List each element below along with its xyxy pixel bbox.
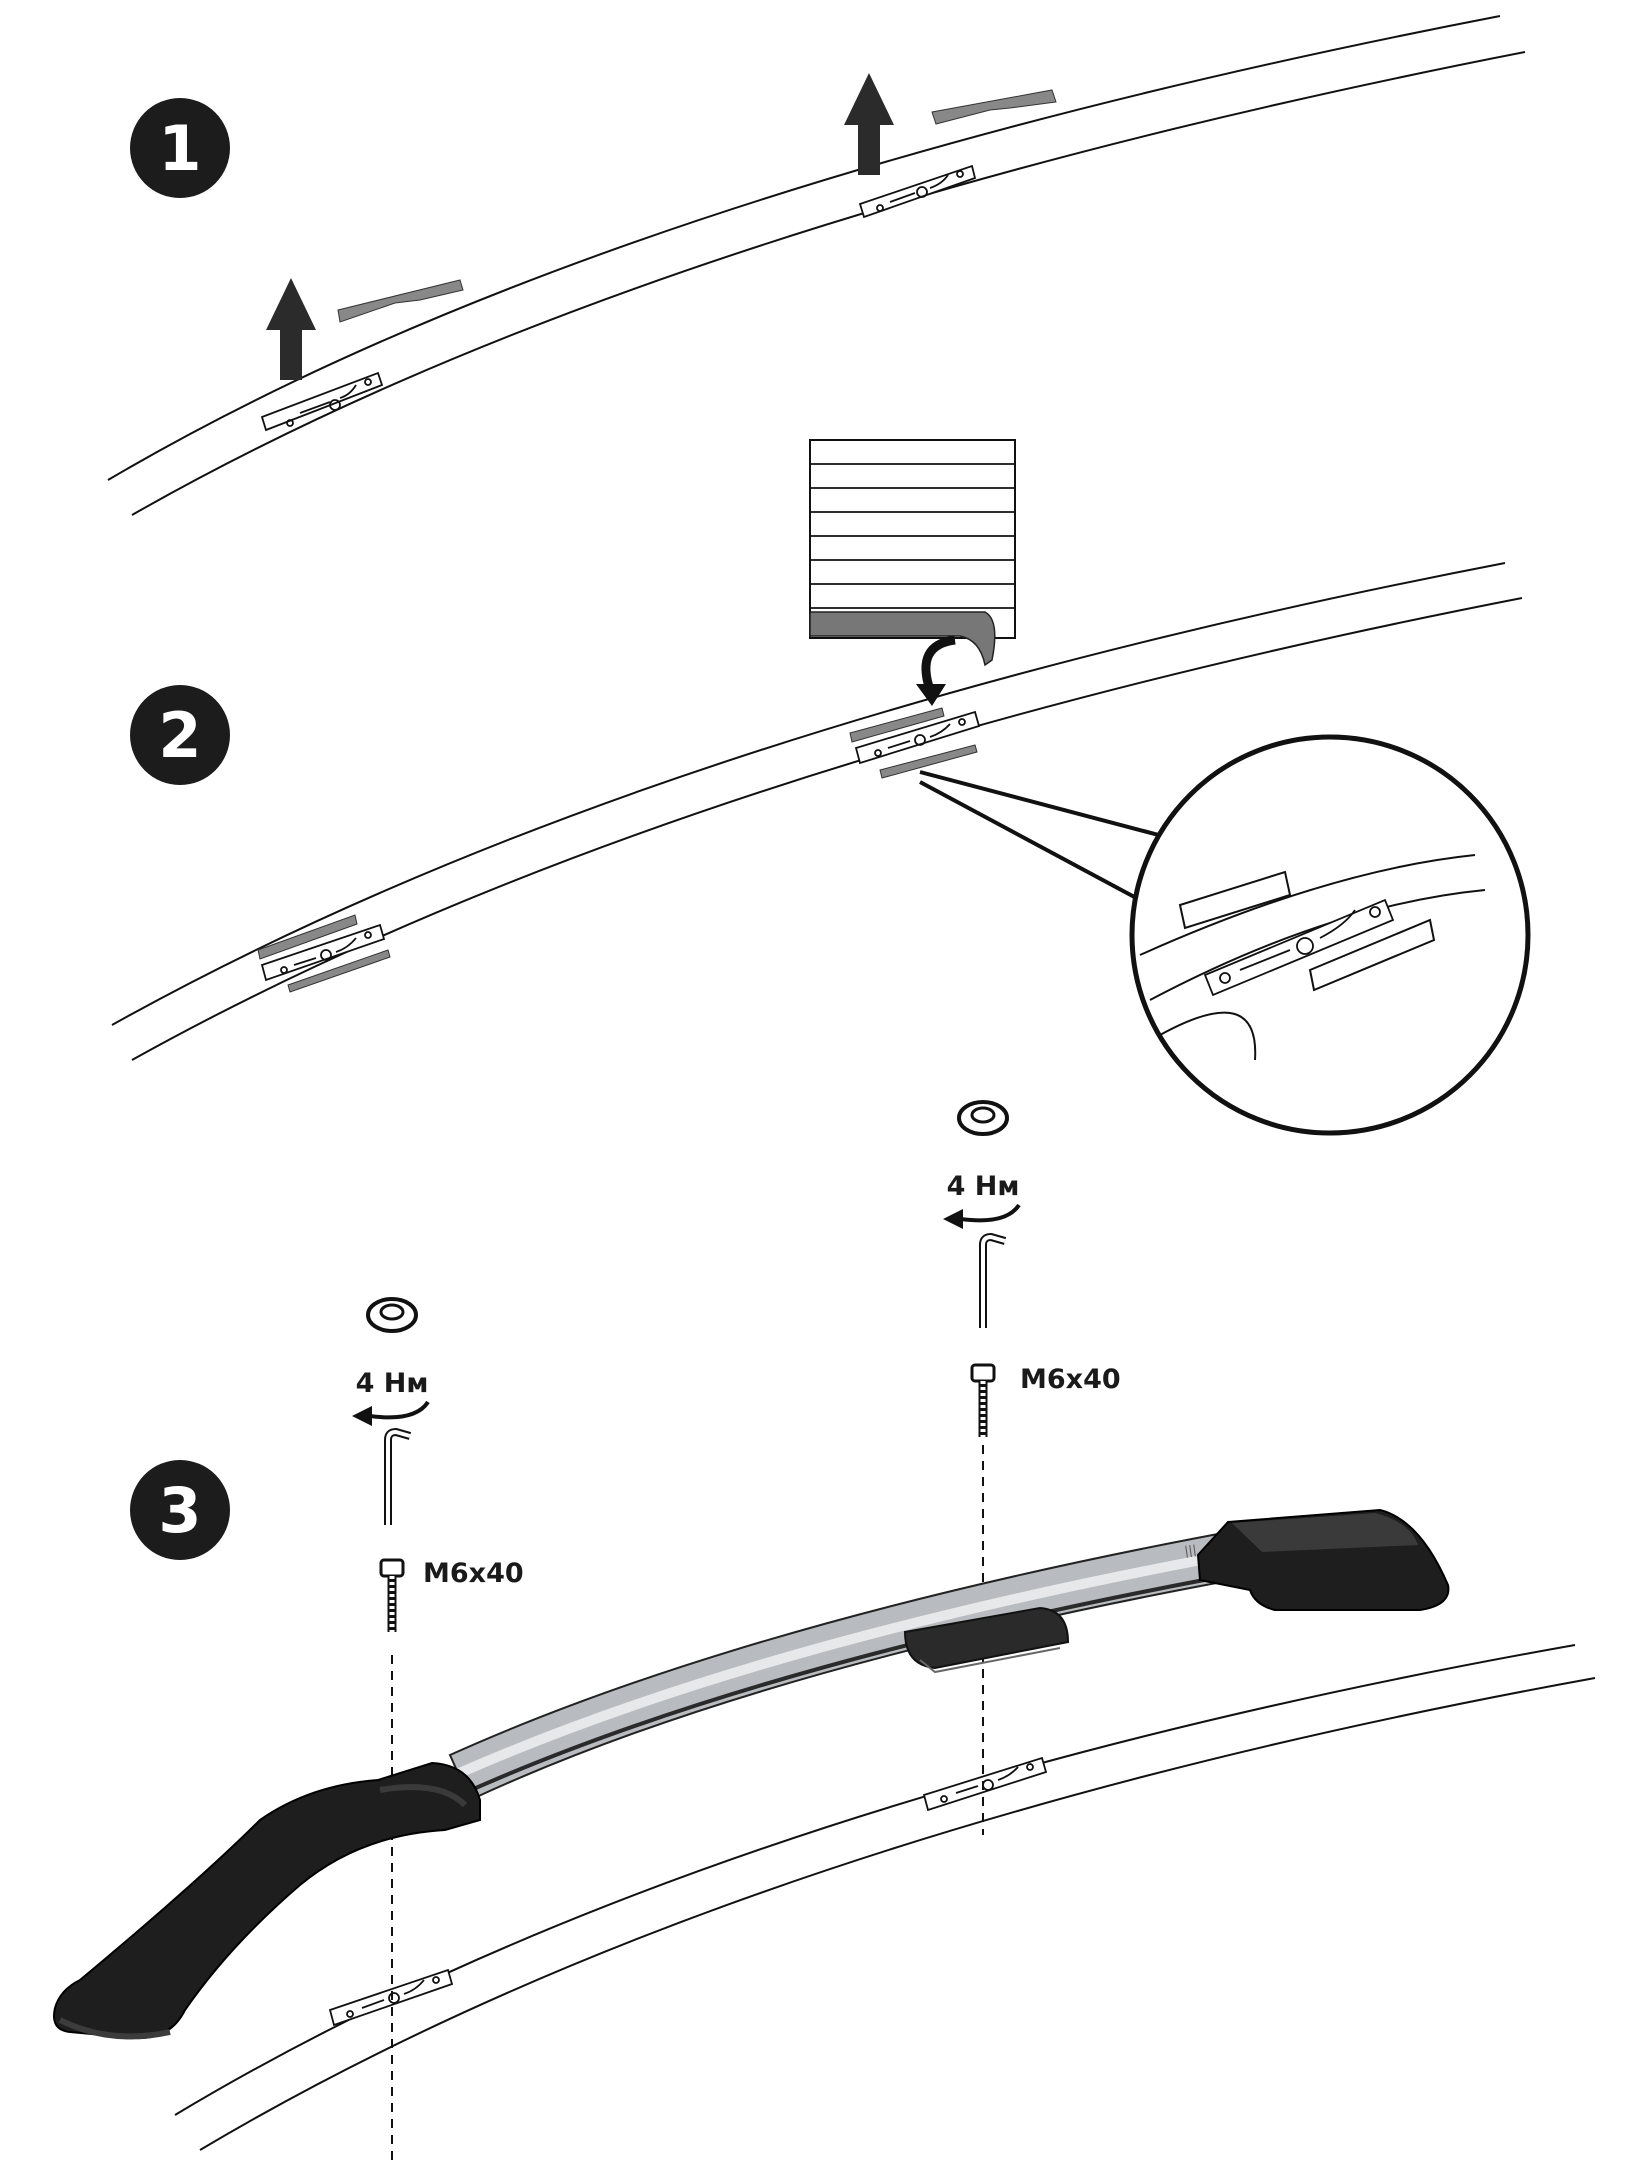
step-2-panel: 2 xyxy=(111,439,1531,1136)
step-3-badge: 3 xyxy=(130,1460,230,1560)
roof-outline-1 xyxy=(107,15,1526,516)
protective-strip-left xyxy=(337,279,464,323)
protective-strip-right xyxy=(931,89,1057,125)
step-2-number: 2 xyxy=(158,699,201,772)
step-3-number: 3 xyxy=(158,1474,201,1547)
mount-plate-left-taped xyxy=(257,914,391,993)
arrow-up-icon xyxy=(844,73,894,175)
fastener-stack-right: 4 Нм M6x40 xyxy=(943,1100,1121,1437)
brand-mark: ||| xyxy=(1183,1542,1197,1558)
step-2-badge: 2 xyxy=(130,685,230,785)
torque-label-right: 4 Нм xyxy=(947,1171,1020,1202)
roof-outline-2 xyxy=(111,562,1523,1061)
nut-icon xyxy=(957,1100,1009,1136)
tape-roll-icon xyxy=(809,439,1016,667)
mount-plate-right-taped xyxy=(849,707,981,779)
step-3-panel: 3 xyxy=(53,1100,1596,2160)
roof-outline-3 xyxy=(174,1644,1596,2151)
bolt-label-left: M6x40 xyxy=(423,1558,524,1589)
mount-plate-middle xyxy=(922,1756,1048,1812)
step-1-badge: 1 xyxy=(130,98,230,198)
mount-plate-right xyxy=(858,164,977,219)
fastener-stack-left: 4 Нм M6x40 xyxy=(352,1297,524,1632)
nut-icon xyxy=(366,1297,418,1333)
rotate-arrow-icon xyxy=(352,1400,430,1426)
hex-key-icon xyxy=(384,1428,412,1525)
bolt-icon xyxy=(379,1558,405,1632)
bolt-icon xyxy=(970,1363,996,1437)
hex-key-icon xyxy=(979,1233,1007,1328)
arrow-up-icon xyxy=(266,278,316,380)
mount-plate-left xyxy=(260,371,384,432)
step-1-panel: 1 xyxy=(107,15,1526,516)
curved-arrow-icon xyxy=(916,635,956,706)
roof-rail: ||| xyxy=(53,1508,1450,2040)
torque-label-left: 4 Нм xyxy=(356,1368,429,1399)
bolt-label-right: M6x40 xyxy=(1020,1364,1121,1395)
rotate-arrow-icon xyxy=(943,1203,1021,1229)
magnifier-circle-icon xyxy=(919,734,1531,1136)
step-1-number: 1 xyxy=(158,112,201,185)
